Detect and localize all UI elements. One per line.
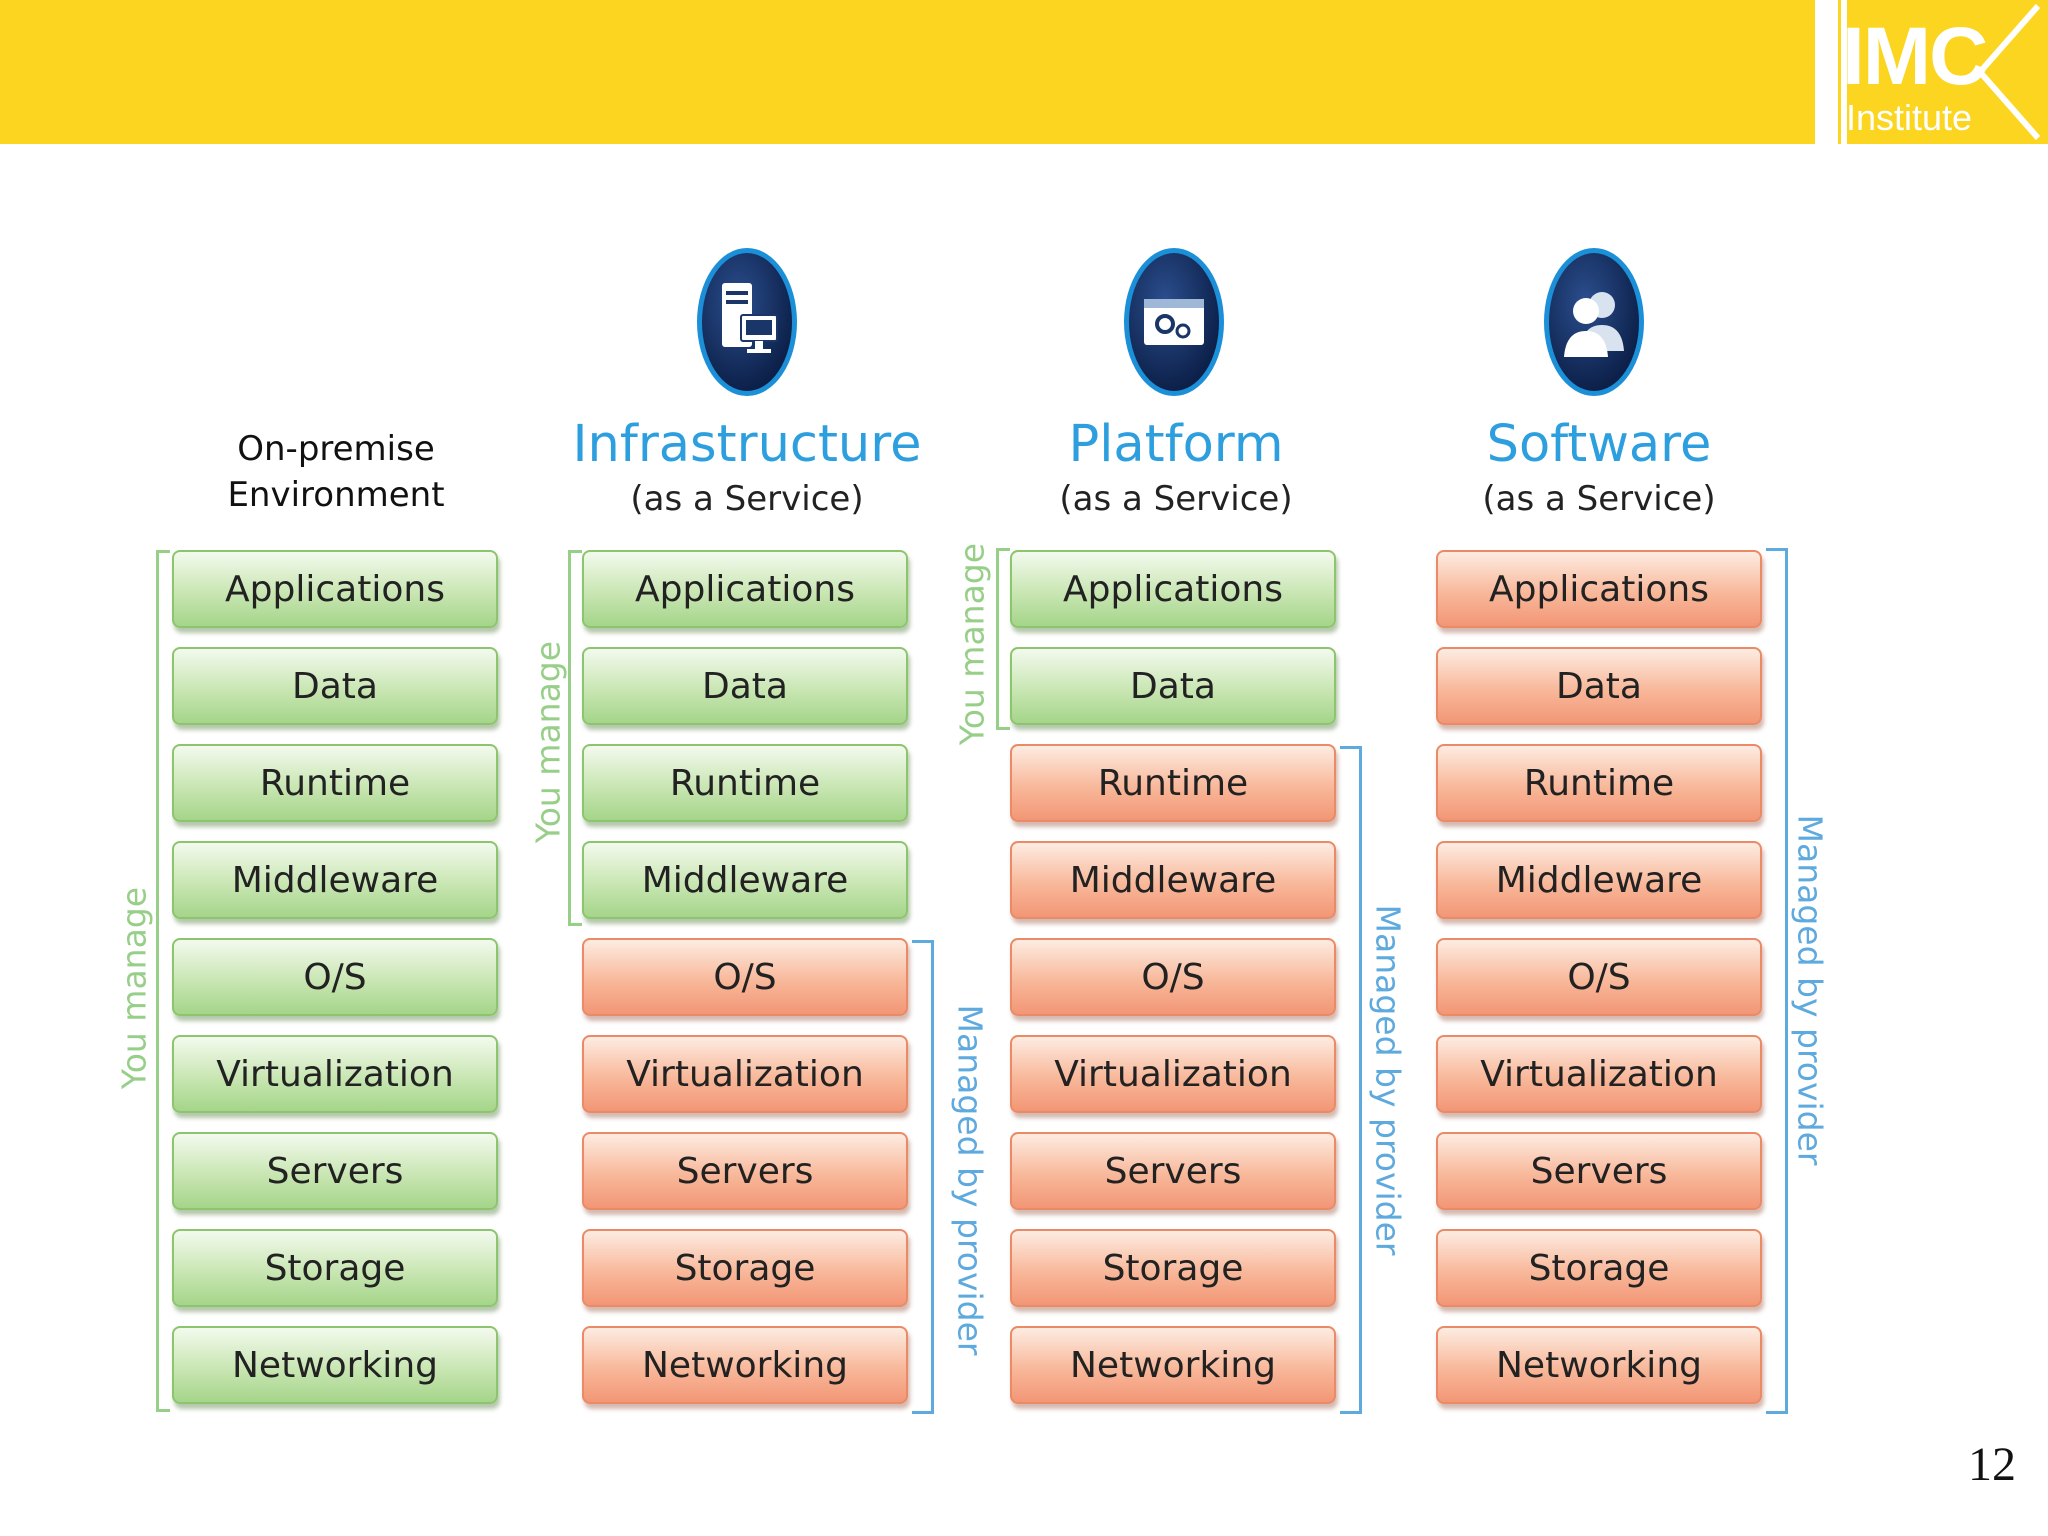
paas-layer-networking: Networking: [1010, 1326, 1336, 1404]
onprem-layer-os: O/S: [172, 938, 498, 1016]
iaas-layer-os: O/S: [582, 938, 908, 1016]
server-computer-icon: [697, 248, 797, 396]
onprem-layer-runtime: Runtime: [172, 744, 498, 822]
onprem-layer-middleware: Middleware: [172, 841, 498, 919]
page-number: 12: [1968, 1438, 2016, 1491]
app-window-gears-icon: [1124, 248, 1224, 396]
saas-layer-applications: Applications: [1436, 550, 1762, 628]
iaas-layer-storage: Storage: [582, 1229, 908, 1307]
saas-layer-virtualization: Virtualization: [1436, 1035, 1762, 1113]
iaas-layer-middleware: Middleware: [582, 841, 908, 919]
paas-title: Platform: [1068, 415, 1284, 474]
paas-layer-servers: Servers: [1010, 1132, 1336, 1210]
iaas-subtitle: (as a Service): [630, 479, 864, 519]
paas-layer-virtualization: Virtualization: [1010, 1035, 1336, 1113]
onprem-you-manage-bracket: [156, 550, 170, 1412]
logo-text-imc: IMC: [1842, 11, 1988, 102]
paas-layer-middleware: Middleware: [1010, 841, 1336, 919]
saas-layer-storage: Storage: [1436, 1229, 1762, 1307]
paas-layer-storage: Storage: [1010, 1229, 1336, 1307]
onprem-title: On-premise Environment: [227, 429, 445, 515]
onprem-layer-data: Data: [172, 647, 498, 725]
saas-layer-servers: Servers: [1436, 1132, 1762, 1210]
onprem-you-manage-label: You manage: [114, 886, 154, 1090]
paas-subtitle: (as a Service): [1059, 479, 1293, 519]
iaas-layer-virtualization: Virtualization: [582, 1035, 908, 1113]
iaas-provider-bracket: [912, 940, 934, 1414]
users-icon: [1544, 248, 1644, 396]
saas-layer-os: O/S: [1436, 938, 1762, 1016]
saas-layer-middleware: Middleware: [1436, 841, 1762, 919]
saas-provider-label: Managed by provider: [1790, 814, 1830, 1166]
iaas-you-manage-bracket: [568, 550, 582, 926]
logo-chevron-icon: [1841, 0, 2041, 144]
imc-institute-logo: IMC Institute: [1838, 0, 2048, 144]
iaas-layer-runtime: Runtime: [582, 744, 908, 822]
paas-provider-bracket: [1340, 746, 1362, 1414]
saas-layer-networking: Networking: [1436, 1326, 1762, 1404]
onprem-layer-applications: Applications: [172, 550, 498, 628]
iaas-you-manage-label: You manage: [528, 640, 568, 844]
saas-title: Software: [1486, 415, 1712, 474]
logo-text-institute: Institute: [1846, 97, 1973, 138]
paas-provider-label: Managed by provider: [1368, 904, 1408, 1256]
paas-you-manage-label: You manage: [952, 542, 992, 746]
paas-layer-os: O/S: [1010, 938, 1336, 1016]
iaas-layer-servers: Servers: [582, 1132, 908, 1210]
iaas-layer-networking: Networking: [582, 1326, 908, 1404]
iaas-layer-applications: Applications: [582, 550, 908, 628]
paas-layer-applications: Applications: [1010, 550, 1336, 628]
saas-provider-bracket: [1766, 548, 1788, 1414]
saas-layer-data: Data: [1436, 647, 1762, 725]
top-banner: [0, 0, 1815, 144]
onprem-layer-virtualization: Virtualization: [172, 1035, 498, 1113]
paas-layer-runtime: Runtime: [1010, 744, 1336, 822]
onprem-layer-storage: Storage: [172, 1229, 498, 1307]
onprem-layer-servers: Servers: [172, 1132, 498, 1210]
saas-subtitle: (as a Service): [1482, 479, 1716, 519]
paas-layer-data: Data: [1010, 647, 1336, 725]
iaas-title: Infrastructure: [572, 415, 922, 474]
iaas-layer-data: Data: [582, 647, 908, 725]
saas-layer-runtime: Runtime: [1436, 744, 1762, 822]
onprem-layer-networking: Networking: [172, 1326, 498, 1404]
paas-you-manage-bracket: [996, 548, 1010, 730]
iaas-provider-label: Managed by provider: [950, 1004, 990, 1356]
